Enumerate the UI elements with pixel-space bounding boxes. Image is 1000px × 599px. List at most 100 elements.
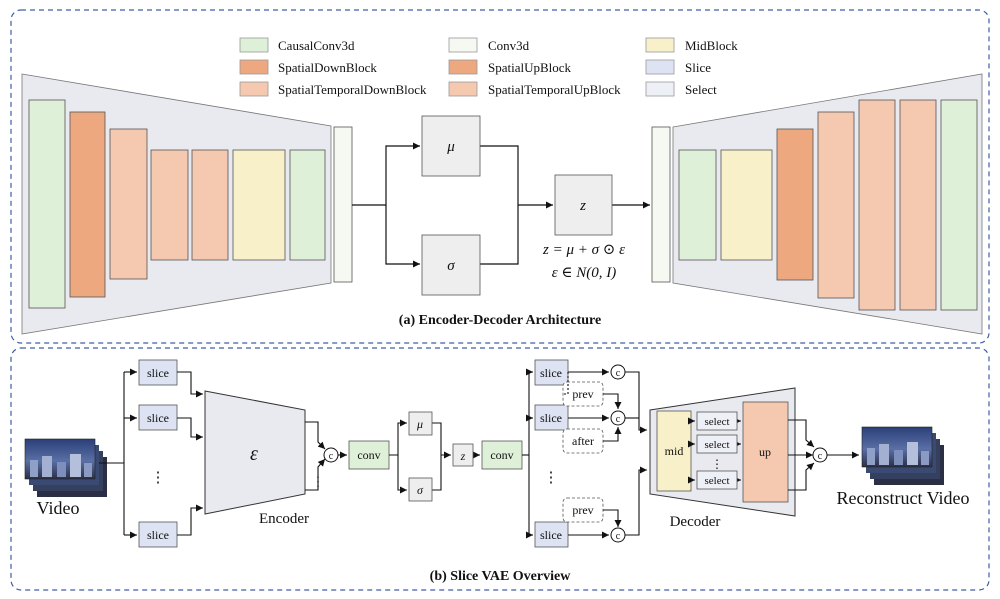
- conv-box-2: [481, 440, 523, 470]
- legend-label-select: Select: [685, 82, 717, 97]
- conv-label-1: conv: [357, 448, 380, 462]
- decoder-output-lines: [788, 419, 859, 491]
- encoder-a-st-down-1: [109, 128, 148, 280]
- encoder-a-causalconv3d-2: [289, 149, 326, 261]
- encoder-a-causalconv3d-1: [28, 99, 66, 309]
- decoder-a-st-up-2: [858, 99, 896, 311]
- legend-swatch-spatialupblock: [448, 59, 478, 75]
- encoder-output-dots: ⋮: [312, 474, 325, 489]
- mid-box: [656, 410, 692, 492]
- select-label-2: select: [704, 439, 729, 451]
- decoder-label: Decoder: [670, 514, 721, 530]
- dec-slice-dots: ⋮: [544, 470, 559, 486]
- encoder-symbol: ε: [250, 443, 258, 465]
- legend-swatch-spatialtemporalupblock: [448, 81, 478, 97]
- select-box-2: [696, 434, 738, 454]
- decoder-split-lines: [522, 368, 533, 539]
- legend-label-slice: Slice: [685, 60, 711, 75]
- mu-box-a: [421, 115, 481, 177]
- encoder-a-spatialdown: [69, 111, 106, 298]
- dec-slice-label-3: slice: [540, 528, 562, 542]
- concat-label-dec-1: c: [616, 368, 621, 379]
- legend-swatch-causalconv3d: [239, 37, 269, 53]
- concat-label-encoder: c: [329, 451, 334, 462]
- sigma-label-a: σ: [447, 258, 455, 274]
- up-box: [742, 401, 789, 503]
- concat-label-out: c: [818, 451, 823, 462]
- decoder-a-st-up-1: [817, 111, 855, 299]
- conv-label-2: conv: [490, 448, 513, 462]
- decoder-a-spatialup: [776, 128, 814, 281]
- legend-label-spatialtemporaldownblock: SpatialTemporalDownBlock: [278, 82, 427, 97]
- concat-label-dec-3: c: [616, 531, 621, 542]
- encoder-b: [204, 390, 306, 515]
- decoder-a-conv3d: [651, 126, 671, 283]
- noise-equation: ε ∈ N(0, I): [552, 265, 617, 281]
- select-label-3: select: [704, 475, 729, 487]
- legend-label-conv3d: Conv3d: [488, 38, 530, 53]
- select-label-1: select: [704, 416, 729, 428]
- prev-label-1: prev: [572, 387, 593, 401]
- panel-a-border: [10, 9, 990, 344]
- concat-label-dec-2: c: [616, 414, 621, 425]
- encoder-a-st-down-3: [191, 149, 229, 261]
- reconstruct-label: Reconstruct Video: [836, 488, 969, 508]
- split-lines: [99, 368, 137, 539]
- decoder-a-midblock: [720, 149, 773, 261]
- slice-box-1: [138, 359, 178, 386]
- dec-slice-label-2: slice: [540, 411, 562, 425]
- caption-a: (a) Encoder-Decoder Architecture: [399, 313, 601, 328]
- z-label-b: z: [460, 449, 466, 463]
- legend-label-spatialtemporalupblock: SpatialTemporalUpBlock: [488, 82, 621, 97]
- up-label: up: [759, 445, 771, 459]
- z-box-b: [452, 443, 474, 467]
- encoder-a-st-down-2: [150, 149, 189, 261]
- encoder-a-conv3d: [333, 126, 353, 283]
- decoder-a-causalconv3d-1: [678, 149, 717, 261]
- dec-slice-box-1: [534, 359, 569, 386]
- select-box-1: [696, 411, 738, 431]
- legend-swatch-slice: [645, 59, 675, 75]
- legend-swatch-spatialtemporaldownblock: [239, 81, 269, 97]
- dec-slice-box-3: [534, 521, 569, 548]
- mid-to-select-lines: [688, 417, 741, 484]
- mu-label-a: μ: [446, 139, 455, 155]
- encoder-a: [21, 73, 332, 335]
- video-label: Video: [37, 498, 80, 518]
- legend-swatch-spatialdownblock: [239, 59, 269, 75]
- conv-box-1: [348, 440, 390, 470]
- concat-circle-encoder: [323, 447, 339, 463]
- caption-b: (b) Slice VAE Overview: [430, 569, 572, 584]
- slice-dots: ⋮: [151, 470, 166, 486]
- z-box-a: [554, 174, 613, 236]
- legend-swatch-select: [645, 81, 675, 97]
- slice-to-encoder-lines: [177, 371, 203, 536]
- sigma-box-b: [408, 477, 433, 502]
- mu-box-b: [408, 411, 433, 436]
- dec-slice-box-2: [534, 404, 569, 431]
- mid-label: mid: [665, 444, 684, 458]
- latent-b-lines: [389, 419, 480, 494]
- decoder-a: [672, 73, 983, 335]
- legend-label-causalconv3d: CausalConv3d: [278, 38, 355, 53]
- legend-label-midblock: MidBlock: [685, 38, 738, 53]
- legend-label-spatialupblock: SpatialUpBlock: [488, 60, 572, 75]
- concat-circle-dec-2: [610, 410, 626, 426]
- decoder-concat-lines: [563, 368, 647, 539]
- prev-label-2: prev: [572, 503, 593, 517]
- legend: CausalConv3d SpatialDownBlock SpatialTem…: [239, 37, 738, 97]
- output-video-frames: [861, 426, 944, 485]
- concat-circle-dec-3: [610, 527, 626, 543]
- concat-circle-dec-1: [610, 364, 626, 380]
- sigma-label-b: σ: [417, 483, 424, 497]
- decoder-a-causalconv3d-2: [940, 99, 978, 311]
- slice-box-2: [138, 404, 178, 431]
- slice-label-2: slice: [147, 411, 169, 425]
- concat-circle-out: [812, 447, 828, 463]
- reparam-equation: z = μ + σ ⊙ ε: [542, 242, 625, 258]
- slice-label-1: slice: [147, 366, 169, 380]
- dec-slice-label-1: slice: [540, 366, 562, 380]
- select-dots: ⋮: [711, 457, 723, 471]
- z-label-a: z: [579, 198, 586, 214]
